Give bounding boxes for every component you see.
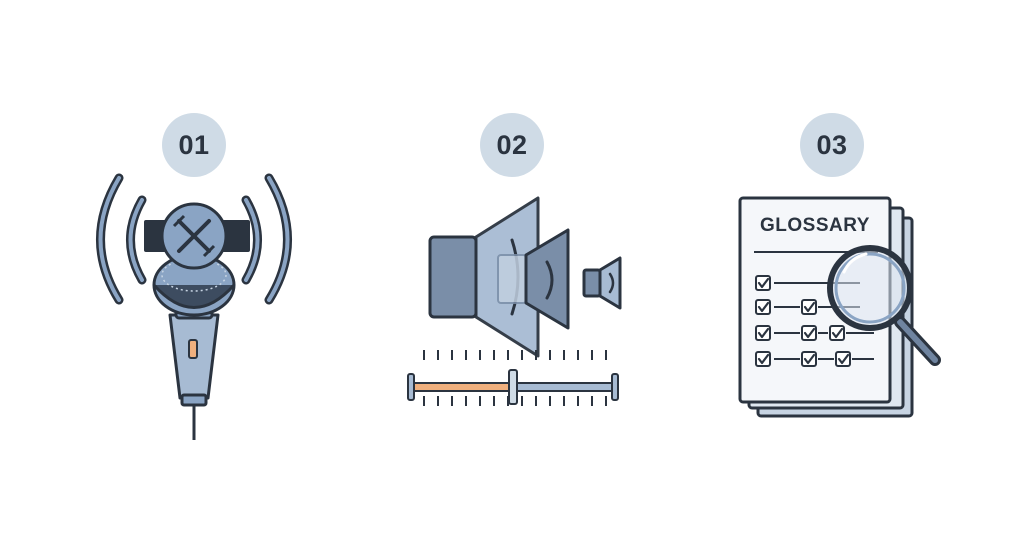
step-1: 01 xyxy=(24,0,364,559)
step-2: 02 xyxy=(342,0,682,559)
step-badge-1: 01 xyxy=(162,113,226,177)
glossary-title: GLOSSARY xyxy=(760,215,870,236)
step-3: 03 GLOSSARY xyxy=(660,0,1000,559)
step-badge-2: 02 xyxy=(480,113,544,177)
wireless-microphone-icon xyxy=(96,173,292,440)
glossary-checklist-icon: GLOSSARY xyxy=(738,196,941,418)
speaker-volume-icon xyxy=(407,196,622,406)
step-badge-3: 03 xyxy=(800,113,864,177)
